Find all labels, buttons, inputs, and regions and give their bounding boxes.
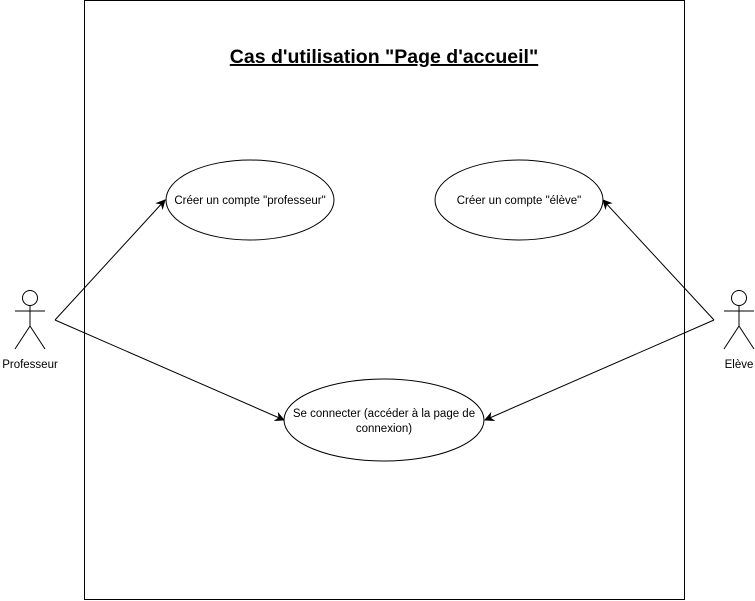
diagram-title: Cas d'utilisation "Page d'accueil" (230, 46, 538, 68)
association-eleve-se-connecter (484, 319, 715, 421)
actor-eleve-icon (723, 290, 755, 350)
use-case-creer-compte-professeur-label: Créer un compte "professeur" (174, 195, 325, 207)
actor-professeur-label: Professeur (2, 359, 58, 371)
association-eleve-creer-compte (602, 199, 715, 321)
actor-professeur-icon (14, 290, 46, 350)
actor-eleve-label: Elève (725, 359, 754, 371)
use-case-creer-compte-professeur (165, 159, 335, 241)
association-professeur-se-connecter (54, 319, 285, 421)
association-professeur-creer-compte (54, 199, 166, 321)
use-case-se-connecter-label-line2: connexion) (356, 423, 412, 435)
system-boundary (84, 0, 685, 600)
use-case-se-connecter (283, 378, 485, 462)
use-case-se-connecter-label-line1: Se connecter (accéder à la page de (293, 408, 475, 420)
use-case-creer-compte-eleve-label: Créer un compte "élève" (457, 195, 582, 207)
